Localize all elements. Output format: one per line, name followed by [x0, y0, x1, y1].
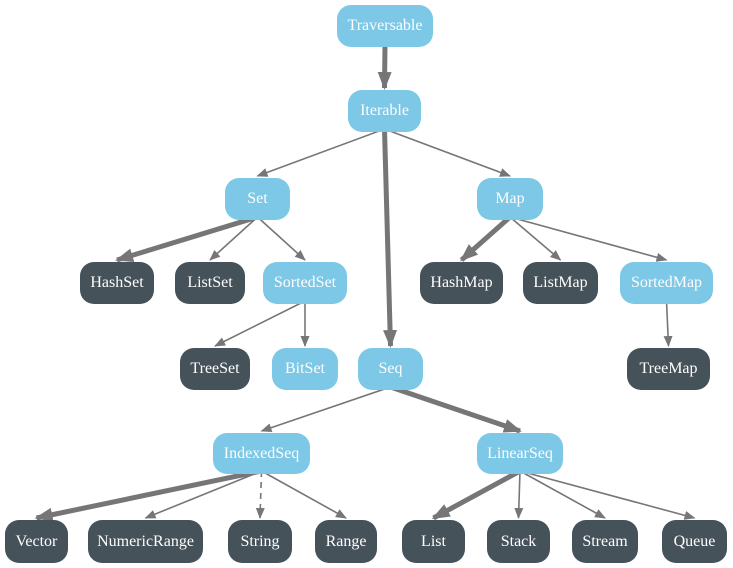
node-range[interactable]: Range	[315, 520, 377, 563]
node-queue-label: Queue	[673, 532, 716, 550]
edge-seq-linearseq	[389, 384, 522, 434]
edge-map-listmap	[509, 216, 562, 261]
node-iterable[interactable]: Iterable	[348, 90, 421, 132]
node-linearseq-label: LinearSeq	[487, 444, 553, 462]
node-traversable[interactable]: Traversable	[337, 5, 433, 47]
edge-indexedseq-vector	[34, 468, 263, 522]
edge-traversable-iterable	[377, 43, 392, 90]
node-hashmap-label: HashMap	[430, 274, 493, 291]
node-stream[interactable]: Stream	[572, 520, 638, 563]
node-traversable-label: Traversable	[347, 17, 423, 34]
edge-indexedseq-range	[261, 470, 347, 519]
node-treeset-label: TreeSet	[190, 360, 240, 377]
node-seq-label: Seq	[378, 360, 403, 377]
node-bitset-label: BitSet	[284, 360, 325, 377]
node-sortedmap[interactable]: SortedMap	[620, 262, 713, 304]
edge-indexedseq-string	[255, 470, 265, 519]
edge-iterable-map	[384, 128, 511, 177]
edge-set-listset	[209, 216, 259, 261]
edge-linearseq-stream	[519, 470, 606, 519]
node-bitset[interactable]: BitSet	[272, 348, 338, 390]
node-set-label: Set	[247, 190, 268, 207]
node-queue[interactable]: Queue	[662, 520, 727, 563]
node-numericrange-label: NumericRange	[97, 532, 194, 550]
node-stack-label: Stack	[500, 532, 537, 550]
node-set[interactable]: Set	[225, 178, 290, 220]
node-vector[interactable]: Vector	[5, 520, 68, 563]
edge-linearseq-queue	[519, 470, 696, 520]
node-listmap[interactable]: ListMap	[523, 262, 598, 304]
node-vector-label: Vector	[15, 532, 58, 550]
edge-sortedset-treeset	[214, 300, 306, 347]
node-sortedmap-label: SortedMap	[630, 274, 703, 291]
node-list-label: List	[421, 532, 446, 550]
node-sortedset-label: SortedSet	[273, 274, 337, 291]
edge-set-hashset	[115, 214, 259, 263]
node-indexedseq-label: IndexedSeq	[223, 444, 300, 462]
edge-iterable-seq	[382, 128, 398, 348]
node-listset[interactable]: ListSet	[175, 262, 245, 304]
node-sortedset[interactable]: SortedSet	[263, 262, 347, 304]
edge-sortedmap-treemap	[663, 300, 673, 347]
node-numericrange[interactable]: NumericRange	[88, 520, 203, 563]
node-hashset[interactable]: HashSet	[80, 262, 154, 304]
node-listmap-label: ListMap	[533, 274, 588, 291]
node-string[interactable]: String	[228, 520, 292, 563]
node-iterable-label: Iterable	[360, 102, 409, 119]
node-stack[interactable]: Stack	[487, 520, 550, 563]
edge-indexedseq-numericrange	[144, 470, 262, 519]
edge-map-sortedmap	[509, 216, 668, 262]
node-hashmap[interactable]: HashMap	[420, 262, 503, 304]
node-string-label: String	[240, 532, 280, 550]
node-list[interactable]: List	[402, 520, 465, 563]
node-map[interactable]: Map	[477, 178, 543, 220]
node-treemap[interactable]: TreeMap	[627, 348, 710, 390]
edge-iterable-set	[256, 128, 385, 177]
node-seq[interactable]: Seq	[358, 348, 423, 390]
edge-linearseq-list	[431, 468, 522, 521]
edge-set-sortedset	[256, 216, 306, 261]
node-linearseq[interactable]: LinearSeq	[477, 433, 563, 474]
node-listset-label: ListSet	[187, 274, 233, 291]
edge-linearseq-stack	[514, 470, 524, 519]
node-treeset[interactable]: TreeSet	[180, 348, 250, 390]
edge-map-hashmap	[459, 215, 512, 262]
node-stream-label: Stream	[582, 532, 628, 550]
node-indexedseq[interactable]: IndexedSeq	[213, 433, 310, 474]
node-treemap-label: TreeMap	[639, 360, 698, 377]
edge-seq-indexedseq	[260, 386, 391, 433]
node-range-label: Range	[325, 532, 367, 550]
node-map-label: Map	[495, 190, 525, 207]
node-hashset-label: HashSet	[90, 274, 144, 291]
